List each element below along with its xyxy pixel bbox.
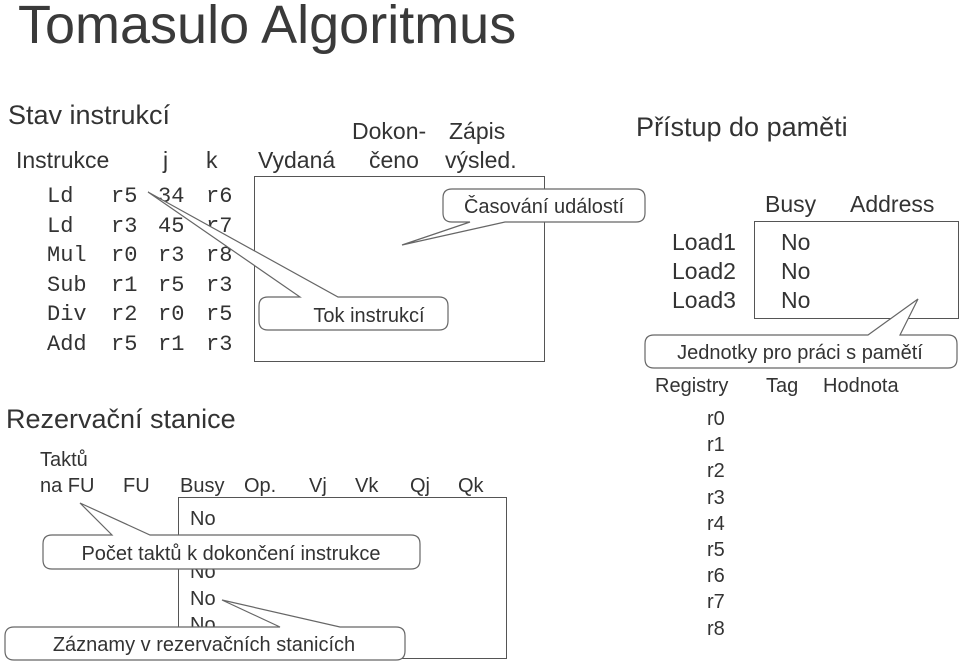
callout-jednotky: Jednotky pro práci s pamětí (644, 298, 958, 369)
instruction-j: r0 (158, 302, 185, 327)
header-instrukce: Instrukce (16, 147, 110, 173)
header-vj: Vj (309, 475, 327, 497)
callout-tok: Tok instrukcí (147, 191, 449, 331)
callout-zaznamy: Záznamy v rezervačních stanicích (4, 599, 406, 661)
callout-pocet-text: Počet taktů k dokončení instrukce (81, 543, 380, 565)
instruction-dest: r5 (111, 184, 138, 209)
instruction-op: Add (47, 331, 87, 357)
instruction-status-table (254, 176, 545, 362)
instruction-j: r1 (158, 331, 185, 357)
instruction-k: r3 (206, 331, 233, 357)
load-buffer-table (754, 221, 959, 319)
header-qj: Qj (410, 475, 430, 497)
header-taktu-top: Taktů (40, 449, 88, 471)
instruction-op: Ld (47, 184, 74, 209)
register-name: r8 (707, 617, 725, 640)
register-name: r6 (707, 565, 725, 588)
instruction-dest: r0 (111, 243, 138, 268)
callout-jednotky-text: Jednotky pro práci s pamětí (677, 342, 923, 364)
header-registry: Registry (655, 375, 729, 397)
header-qk: Qk (458, 475, 484, 497)
header-zapis-top: Zápis (449, 118, 506, 144)
reservation-stations-heading: Rezervační stanice (6, 404, 236, 434)
header-hodnota: Hodnota (823, 375, 899, 397)
register-name: r0 (707, 408, 725, 430)
header-fu: FU (123, 475, 150, 497)
callout-casovani: Časování událostí (401, 188, 646, 246)
header-address: Address (850, 191, 935, 217)
reservation-busy-value: No (190, 508, 216, 530)
load-busy-1: No (781, 229, 811, 255)
load-unit-1: Load1 (672, 229, 736, 255)
load-unit-3: Load3 (672, 287, 736, 313)
instruction-status-heading: Stav instrukcí (8, 100, 171, 130)
header-vydana: Vydaná (258, 147, 336, 173)
instruction-dest: r1 (111, 272, 138, 298)
reservation-busy-value: No (190, 587, 216, 610)
instruction-k: r6 (206, 184, 233, 209)
register-name: r2 (707, 460, 725, 483)
instruction-op: Sub (47, 272, 87, 298)
header-dokonceno-bottom: čeno (369, 147, 419, 173)
header-taktu-bottom: na FU (40, 475, 95, 497)
header-tag: Tag (766, 375, 799, 397)
instruction-dest: r5 (111, 331, 138, 357)
register-name: r1 (707, 434, 725, 457)
load-busy-3: No (781, 287, 811, 313)
header-dokonceno-top: Dokon- (352, 118, 427, 144)
header-j: j (163, 147, 169, 173)
load-unit-2: Load2 (672, 258, 736, 284)
instruction-op: Div (47, 302, 87, 327)
register-name: r3 (707, 486, 725, 509)
register-name: r7 (707, 591, 725, 614)
callout-zaznamy-text: Záznamy v rezervačních stanicích (53, 634, 355, 656)
instruction-j: 45 (158, 213, 185, 239)
callout-casovani-text: Časování událostí (464, 195, 625, 218)
instruction-op: Mul (47, 243, 87, 268)
header-k: k (206, 147, 218, 173)
register-name: r5 (707, 539, 725, 561)
instruction-dest: r2 (111, 302, 138, 327)
header-vk: Vk (355, 475, 379, 497)
instruction-op: Ld (47, 213, 74, 239)
callout-tok-text: Tok instrukcí (313, 305, 425, 327)
header-busy-mem: Busy (765, 191, 817, 217)
instruction-j: r3 (158, 243, 185, 268)
register-name: r4 (707, 512, 725, 535)
instruction-dest: r3 (111, 213, 138, 239)
instruction-k: r5 (206, 302, 233, 327)
load-busy-2: No (781, 258, 811, 284)
instruction-j: r5 (158, 272, 185, 298)
header-busy-rs: Busy (180, 475, 225, 497)
header-op: Op. (244, 475, 277, 497)
callout-pocet: Počet taktů k dokončení instrukce (42, 502, 421, 570)
slide-title: Tomasulo Algoritmus (18, 0, 517, 55)
header-zapis-bottom: výsled. (445, 147, 517, 173)
instruction-k: r3 (206, 272, 233, 298)
memory-access-heading: Přístup do paměti (636, 112, 848, 142)
